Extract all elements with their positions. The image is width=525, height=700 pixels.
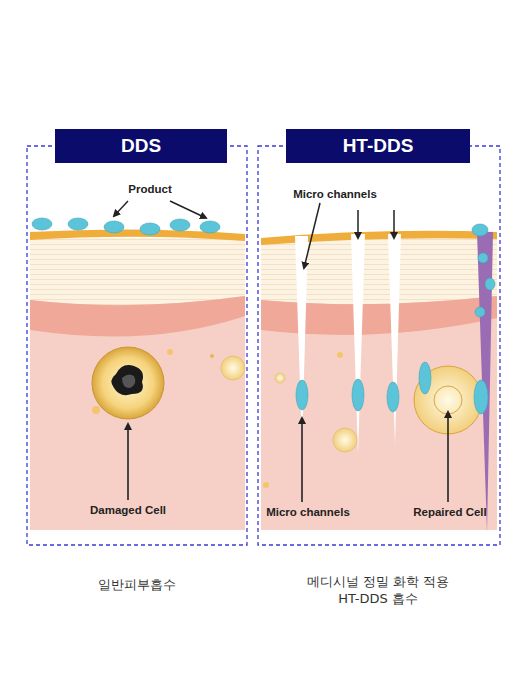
channel-label: Micro channels [266,506,350,518]
caption-text: 메디시널 정밀 화학 적용 HT-DDS 흡수 [296,574,461,608]
header-text: HT-DDS [296,135,460,157]
cell-label: Repaired Cell [413,506,487,518]
cell-label: Damaged Cell [90,504,166,516]
product-label: Product [128,183,171,195]
panel-header: HT-DDS [286,129,470,163]
channel-label: Micro channels [293,188,377,200]
panel-header: DDS [55,129,227,163]
caption-text: 일반피부흡수 [47,577,227,594]
header-text: DDS [65,135,217,157]
